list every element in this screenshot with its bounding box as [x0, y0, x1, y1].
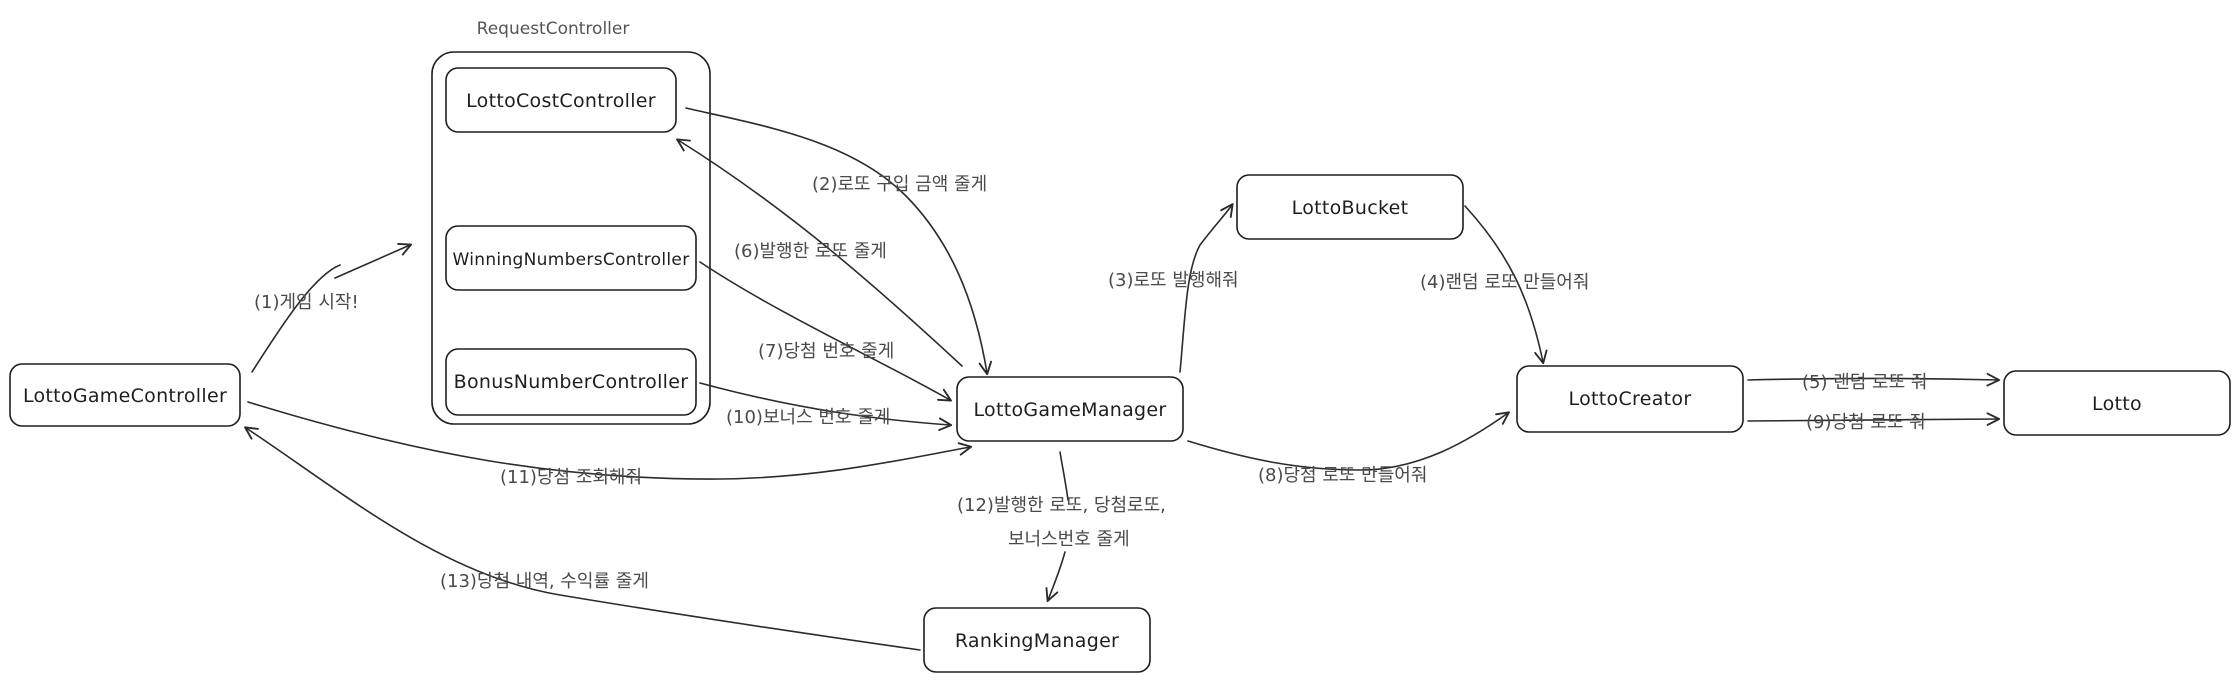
edge-4 — [1464, 205, 1548, 365]
edge-13 — [244, 426, 921, 651]
edge-12-arrow — [1045, 551, 1066, 603]
edge-12 — [1059, 451, 1069, 501]
node-ranking-manager[interactable]: RankingManager — [923, 607, 1151, 673]
edge-1 — [251, 264, 341, 373]
edge-5 — [1747, 372, 2001, 387]
node-lotto-label: Lotto — [2092, 393, 2142, 415]
node-lotto-game-manager[interactable]: LottoGameManager — [956, 376, 1184, 442]
node-lotto-game-controller-label: LottoGameController — [23, 385, 227, 407]
edge-8 — [1187, 411, 1510, 471]
node-lotto-game-manager-label: LottoGameManager — [973, 399, 1166, 421]
node-lotto-bucket-label: LottoBucket — [1292, 197, 1409, 219]
edge-10-label: (10)보너스 번호 줄게 — [726, 407, 890, 428]
node-winning-numbers-controller-label: WinningNumbersController — [453, 250, 690, 270]
edge-11-label: (11)당첨 조회해줘 — [500, 467, 642, 488]
edge-2-label: (2)로또 구입 금액 줄게 — [812, 174, 987, 195]
node-lotto[interactable]: Lotto — [2003, 370, 2231, 436]
edge-12-label-line1: (12)발행한 로또, 당첨로또, — [957, 495, 1166, 516]
edge-7 — [699, 261, 952, 402]
edge-5-label: (5) 랜덤 로또 줘 — [1802, 372, 1927, 393]
edge-4-label: (4)랜덤 로또 만들어줘 — [1420, 272, 1589, 293]
edge-11 — [247, 401, 973, 480]
node-lotto-game-controller[interactable]: LottoGameController — [9, 363, 241, 427]
node-lotto-cost-controller[interactable]: LottoCostController — [445, 67, 677, 133]
node-bonus-number-controller[interactable]: BonusNumberController — [445, 348, 697, 416]
edge-12-label-line2: 보너스번호 줄게 — [1008, 529, 1130, 550]
request-controller-group-label: RequestController — [477, 19, 630, 39]
edge-1-label: (1)게임 시작! — [254, 292, 359, 313]
node-bonus-number-controller-label: BonusNumberController — [454, 371, 689, 393]
node-ranking-manager-label: RankingManager — [955, 630, 1119, 652]
edge-9-label: (9)당첨 로또 줘 — [1806, 412, 1926, 433]
node-lotto-cost-controller-label: LottoCostController — [466, 90, 656, 112]
edge-3 — [1179, 203, 1234, 373]
edge-2 — [685, 107, 992, 376]
edge-6 — [676, 138, 963, 367]
edge-10 — [699, 382, 953, 432]
edge-1-arrow — [334, 242, 413, 279]
edge-3-label: (3)로또 발행해줘 — [1108, 270, 1239, 291]
node-lotto-creator-label: LottoCreator — [1569, 388, 1692, 410]
edge-7-label: (7)당첨 번호 줄게 — [758, 341, 894, 362]
edge-13-label: (13)당첨 내역, 수익률 줄게 — [440, 571, 649, 592]
node-winning-numbers-controller[interactable]: WinningNumbersController — [445, 225, 697, 291]
edge-9 — [1747, 412, 2001, 426]
edge-6-label: (6)발행한 로또 줄게 — [734, 241, 887, 262]
edge-8-label: (8)당첨 로또 만들어줘 — [1258, 465, 1427, 486]
node-lotto-bucket[interactable]: LottoBucket — [1236, 174, 1464, 240]
node-lotto-creator[interactable]: LottoCreator — [1516, 365, 1744, 433]
